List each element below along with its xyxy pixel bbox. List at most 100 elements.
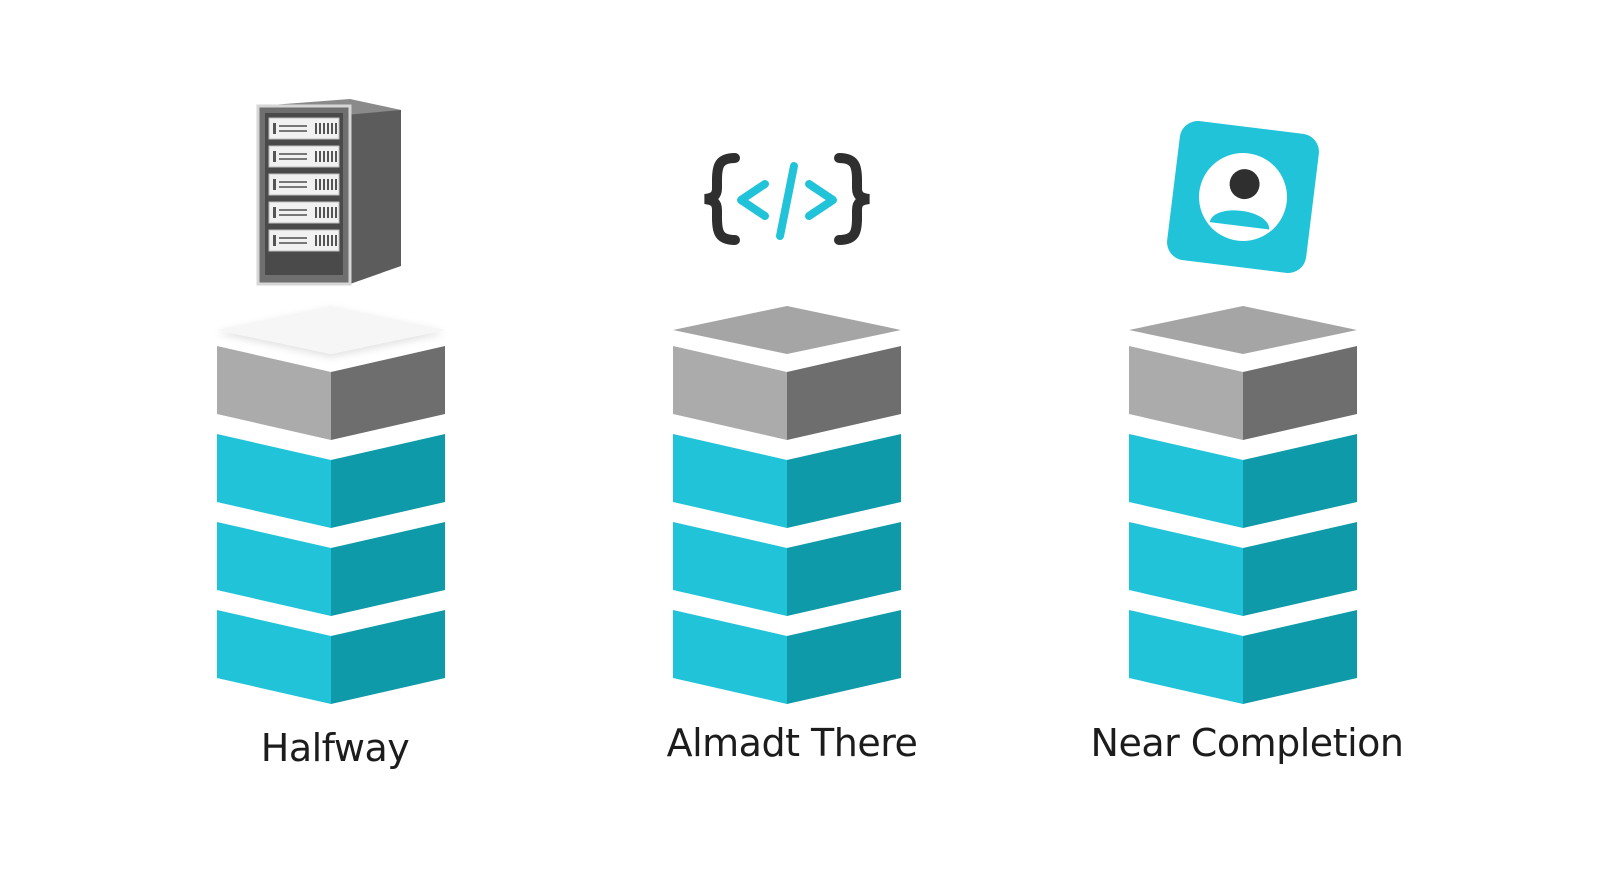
server-unit-vent xyxy=(323,235,325,246)
stack-2-block-1-teal xyxy=(673,610,901,704)
stack-2-block-4-gray-left-face xyxy=(673,346,787,440)
user-shoulders xyxy=(1209,210,1270,230)
server-unit-face xyxy=(268,173,340,196)
server-unit-vent xyxy=(327,235,329,246)
progress-stack-2 xyxy=(673,153,901,704)
server-unit-vent xyxy=(331,235,333,246)
server-unit-vent xyxy=(331,151,333,162)
server-unit-led xyxy=(273,207,276,218)
stack-1-block-4-gray-right-face xyxy=(331,346,445,440)
stack-1-block-2-teal-right-face xyxy=(331,522,445,616)
server-unit-vent xyxy=(323,151,325,162)
server-unit-vent xyxy=(331,179,333,190)
stack-2-block-2-teal-right-face xyxy=(787,522,901,616)
server-unit-vent xyxy=(335,207,337,218)
stack-3-block-2-teal-left-face xyxy=(1129,522,1243,616)
server-unit xyxy=(268,229,340,252)
stack-1-block-3-teal xyxy=(217,434,445,528)
stack-1-block-4-gray xyxy=(217,346,445,440)
server-unit-vent xyxy=(319,235,321,246)
server-unit-vent xyxy=(327,179,329,190)
server-unit-vent xyxy=(335,235,337,246)
server-unit xyxy=(268,145,340,168)
server-unit-vent xyxy=(319,179,321,190)
server-unit-vent xyxy=(319,151,321,162)
server-unit-led xyxy=(273,235,276,246)
stack-2-block-4-gray xyxy=(673,346,901,440)
server-unit-vent xyxy=(315,123,317,134)
user-head xyxy=(1229,169,1260,200)
stack-3-block-3-teal-left-face xyxy=(1129,434,1243,528)
stack-3-block-2-teal xyxy=(1129,522,1357,616)
stack-2-block-3-teal xyxy=(673,434,901,528)
stack-1-block-2-teal xyxy=(217,522,445,616)
stack-1-block-3-teal-left-face xyxy=(217,434,331,528)
server-unit-vent xyxy=(323,123,325,134)
stack-2-block-3-teal-left-face xyxy=(673,434,787,528)
right-brace xyxy=(834,153,870,245)
server-unit-vent xyxy=(315,151,317,162)
server-unit-vent xyxy=(315,179,317,190)
server-unit-vent xyxy=(323,207,325,218)
stack-3-block-2-teal-right-face xyxy=(1243,522,1357,616)
server-unit-vent xyxy=(315,207,317,218)
server-unit-vent xyxy=(315,235,317,246)
stack-1-block-1-teal-right-face xyxy=(331,610,445,704)
stack-1-block-1-teal-left-face xyxy=(217,610,331,704)
server-unit-face xyxy=(268,117,340,140)
server-unit-face xyxy=(268,229,340,252)
stack-2-block-3-teal-right-face xyxy=(787,434,901,528)
stack-1-top-cap xyxy=(217,306,445,354)
stack-3-block-3-teal-right-face xyxy=(1243,434,1357,528)
column-label-near-completion: Near Completion xyxy=(1090,721,1404,765)
progress-stack-1 xyxy=(217,99,445,704)
server-unit-led xyxy=(273,151,276,162)
server-unit-vent xyxy=(319,123,321,134)
stack-3-block-4-gray-right-face xyxy=(1243,346,1357,440)
user-profile-icon xyxy=(1167,121,1319,273)
column-label-almost-there: Almadt There xyxy=(666,721,918,765)
progress-stack-3 xyxy=(1129,121,1357,704)
server-unit-vent xyxy=(327,123,329,134)
column-label-halfway: Halfway xyxy=(260,726,410,770)
stack-2-block-1-teal-right-face xyxy=(787,610,901,704)
code-brackets-icon xyxy=(704,153,870,245)
stack-3-block-1-teal-right-face xyxy=(1243,610,1357,704)
server-unit-vent xyxy=(335,151,337,162)
left-brace xyxy=(704,153,740,245)
server-unit-led xyxy=(273,179,276,190)
server-unit xyxy=(268,173,340,196)
server-unit xyxy=(268,117,340,140)
server-unit-vent xyxy=(327,207,329,218)
stack-2-block-2-teal xyxy=(673,522,901,616)
greater-than-glyph xyxy=(805,180,837,220)
slash-glyph xyxy=(776,162,798,240)
stack-3-block-1-teal xyxy=(1129,610,1357,704)
stack-3-block-3-teal xyxy=(1129,434,1357,528)
server-unit-led xyxy=(273,123,276,134)
server-unit-vent xyxy=(319,207,321,218)
server-unit-face xyxy=(268,145,340,168)
server-unit-vent xyxy=(331,207,333,218)
stack-1-block-3-teal-right-face xyxy=(331,434,445,528)
server-rack-icon xyxy=(256,99,401,286)
stack-3-block-4-gray xyxy=(1129,346,1357,440)
stack-3-block-4-gray-left-face xyxy=(1129,346,1243,440)
server-unit-face xyxy=(268,201,340,224)
server-side xyxy=(350,104,401,284)
stack-1-block-1-teal xyxy=(217,610,445,704)
stack-1-block-4-gray-left-face xyxy=(217,346,331,440)
stack-2-top-cap xyxy=(673,306,901,354)
stack-2-block-2-teal-left-face xyxy=(673,522,787,616)
stack-1-block-2-teal-left-face xyxy=(217,522,331,616)
server-unit-vent xyxy=(323,179,325,190)
server-unit-vent xyxy=(327,151,329,162)
server-unit-vent xyxy=(331,123,333,134)
less-than-glyph xyxy=(737,180,769,220)
stack-3-block-1-teal-left-face xyxy=(1129,610,1243,704)
stack-2-block-4-gray-right-face xyxy=(787,346,901,440)
server-unit-vent xyxy=(335,179,337,190)
server-unit-vent xyxy=(335,123,337,134)
